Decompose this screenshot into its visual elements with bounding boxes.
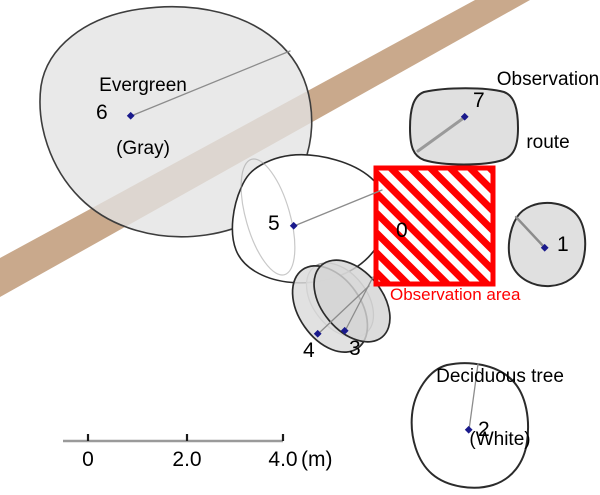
tree-number-1: 1 bbox=[557, 233, 569, 256]
deciduous-caption-line2: (White) bbox=[469, 429, 531, 451]
observation-route-caption: Observation route bbox=[497, 26, 599, 196]
tree-base-points bbox=[126, 111, 549, 434]
tree-crown-6 bbox=[39, 5, 313, 238]
observation-area-id: 0 bbox=[396, 219, 408, 242]
tree-number-5: 5 bbox=[268, 212, 280, 235]
scale-unit-label: (m) bbox=[301, 448, 333, 471]
observation-area-caption: Observation area bbox=[390, 285, 521, 304]
evergreen-caption-line1: Evergreen bbox=[99, 74, 187, 96]
tree-number-4: 4 bbox=[303, 339, 315, 362]
deciduous-caption-line1: Deciduous tree bbox=[436, 365, 564, 387]
scale-tick-label-4: 4.0 bbox=[268, 448, 298, 471]
tree-number-2: 2 bbox=[478, 418, 490, 441]
tree-crown-7 bbox=[408, 87, 520, 166]
tree-crown-1 bbox=[507, 201, 587, 288]
tree-number-6: 6 bbox=[96, 101, 108, 124]
scale-tick-label-0: 0 bbox=[82, 448, 94, 471]
observation-route-caption-line2: route bbox=[526, 132, 570, 154]
observation-area-square[interactable] bbox=[373, 165, 496, 287]
tree-number-7: 7 bbox=[473, 89, 485, 112]
tree-number-3: 3 bbox=[349, 337, 361, 360]
observation-route-caption-line1: Observation bbox=[496, 68, 600, 90]
scale-tick-label-2: 2.0 bbox=[172, 448, 202, 471]
evergreen-caption: Evergreen (Gray) bbox=[99, 32, 187, 202]
scale-bar bbox=[63, 434, 285, 443]
tree-stem-lines bbox=[130, 50, 547, 431]
deciduous-caption: Deciduous tree (White) bbox=[436, 323, 564, 493]
evergreen-caption-line2: (Gray) bbox=[116, 138, 170, 160]
